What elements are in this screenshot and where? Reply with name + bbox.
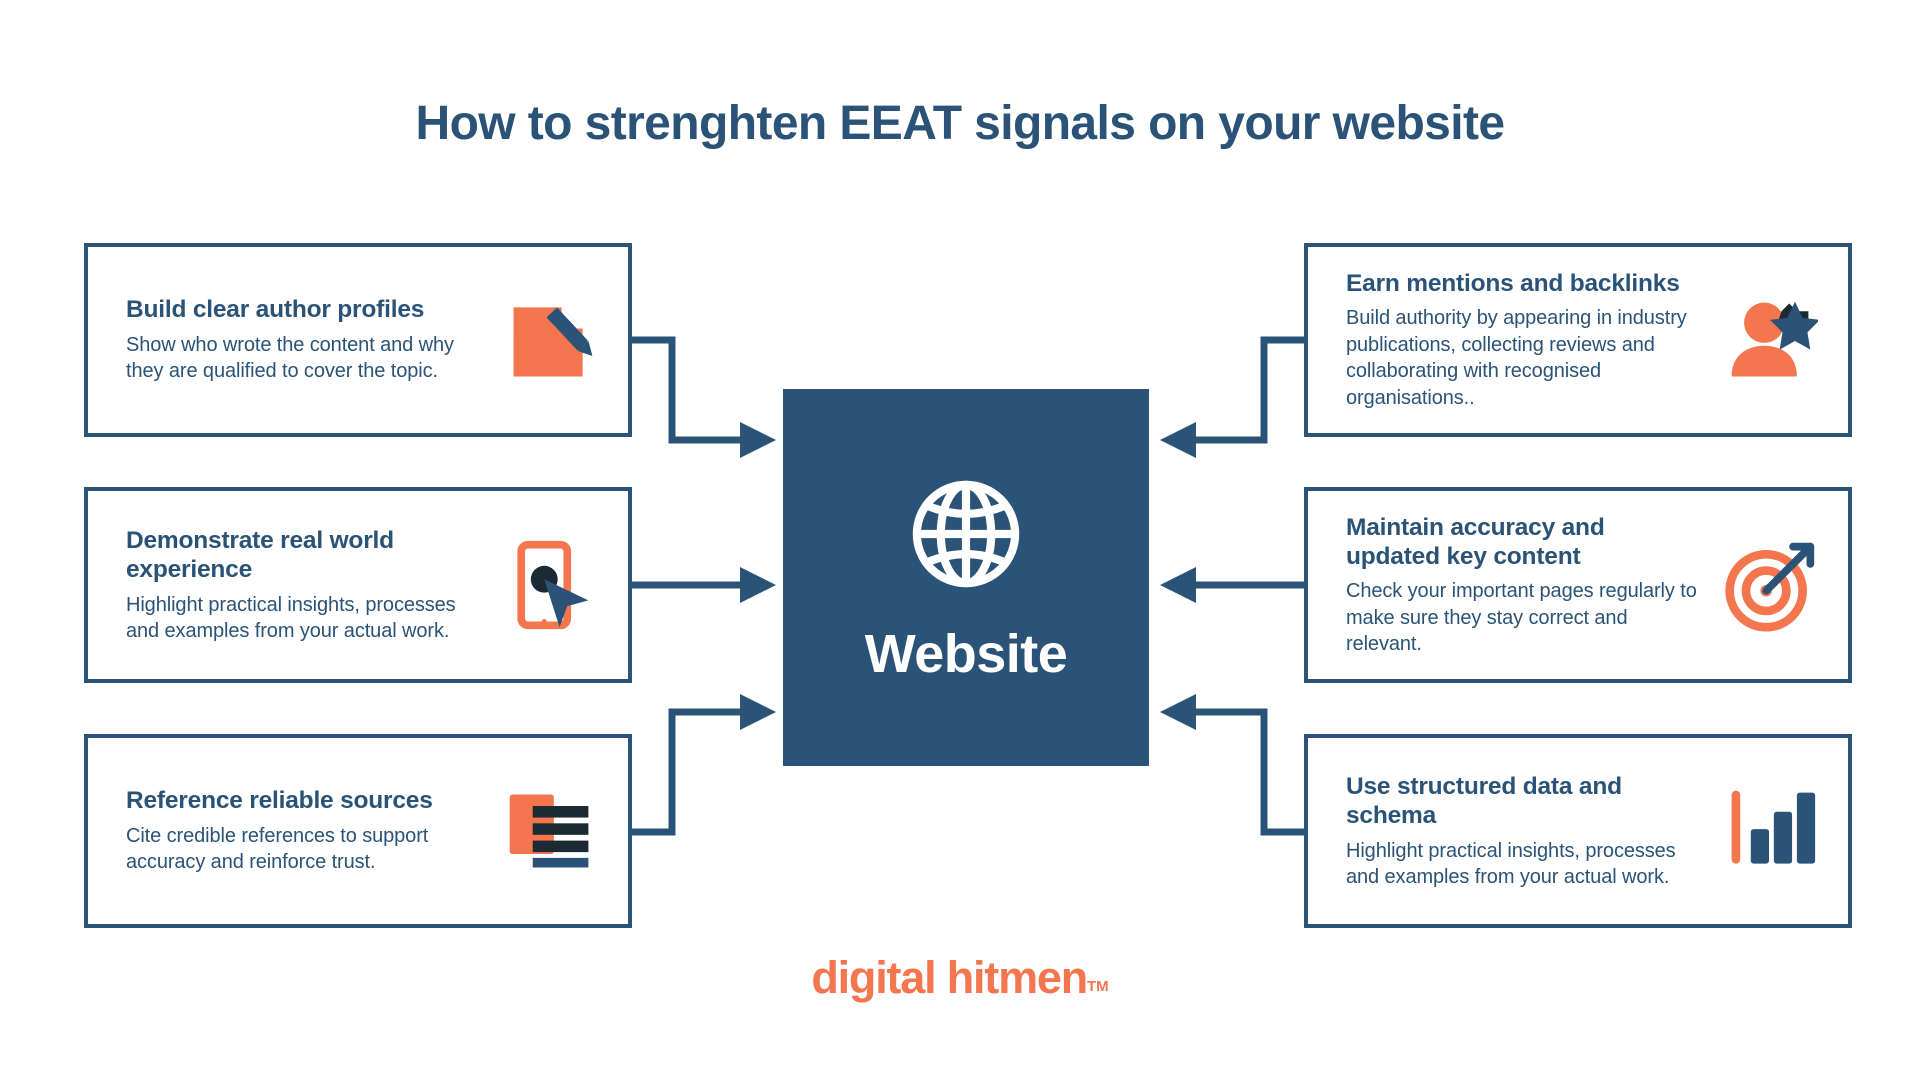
arrowhead-author — [740, 422, 776, 458]
card-title: Use structured data and schema — [1346, 772, 1622, 830]
target-dart-icon — [1718, 533, 1822, 637]
card-text-block: Reference reliable sources Cite credible… — [126, 786, 484, 875]
document-pencil-icon — [498, 288, 602, 392]
brand-logo: digital hitmenTM — [0, 952, 1920, 1004]
mobile-cursor-icon — [498, 533, 602, 637]
card-title: Maintain accuracy and updated key conten… — [1346, 513, 1605, 570]
card-description: Highlight practical insights, processes … — [126, 593, 456, 642]
card-description: Cite credible references to support accu… — [126, 824, 429, 874]
card-build-clear-author-profiles[interactable]: Build clear author profiles Show who wro… — [84, 243, 632, 437]
arrowhead-experience — [740, 567, 776, 603]
connector-author — [632, 336, 742, 444]
arrowhead-schema — [1160, 694, 1196, 730]
card-earn-mentions-and-backlinks[interactable]: Earn mentions and backlinks Build author… — [1304, 243, 1852, 437]
card-title: Build clear author profiles — [126, 296, 425, 324]
arrowhead-backlinks — [1160, 422, 1196, 458]
card-description: Check your important pages regularly to … — [1346, 580, 1697, 656]
card-maintain-accuracy-and-updated-key-content[interactable]: Maintain accuracy and updated key conten… — [1304, 487, 1852, 683]
page-title: How to strenghten EEAT signals on your w… — [415, 97, 1506, 150]
globe-icon — [912, 480, 1020, 587]
card-text-block: Demonstrate real world experience Highli… — [126, 526, 484, 645]
stacked-documents-icon — [498, 779, 602, 883]
card-text-block: Use structured data and schema Highlight… — [1346, 772, 1704, 891]
card-description: Show who wrote the content and why they … — [126, 333, 454, 383]
connector-sources — [632, 708, 742, 836]
card-text-block: Earn mentions and backlinks Build author… — [1346, 269, 1704, 411]
arrowhead-accuracy — [1160, 567, 1196, 603]
card-demonstrate-real-world-experience[interactable]: Demonstrate real world experience Highli… — [84, 487, 632, 683]
connector-schema — [1194, 708, 1304, 836]
card-description: Highlight practical insights, processes … — [1346, 839, 1676, 888]
card-text-block: Maintain accuracy and updated key conten… — [1346, 513, 1704, 658]
connector-backlinks — [1194, 336, 1304, 444]
logo-text: digital hitmen — [811, 952, 1088, 1003]
logo-trademark: TM — [1087, 978, 1109, 995]
card-reference-reliable-sources[interactable]: Reference reliable sources Cite credible… — [84, 734, 632, 928]
center-hub-website[interactable]: Website — [783, 389, 1149, 766]
card-description: Build authority by appearing in industry… — [1346, 307, 1687, 409]
bar-chart-icon — [1718, 779, 1822, 883]
card-title: Reference reliable sources — [126, 787, 433, 815]
hub-label: Website — [864, 623, 1068, 684]
card-text-block: Build clear author profiles Show who wro… — [126, 295, 484, 384]
arrowhead-sources — [740, 694, 776, 730]
card-title: Demonstrate real world experience — [126, 526, 394, 584]
card-use-structured-data-and-schema[interactable]: Use structured data and schema Highlight… — [1304, 734, 1852, 928]
person-star-icon — [1718, 288, 1822, 392]
card-title: Earn mentions and backlinks — [1346, 270, 1680, 298]
